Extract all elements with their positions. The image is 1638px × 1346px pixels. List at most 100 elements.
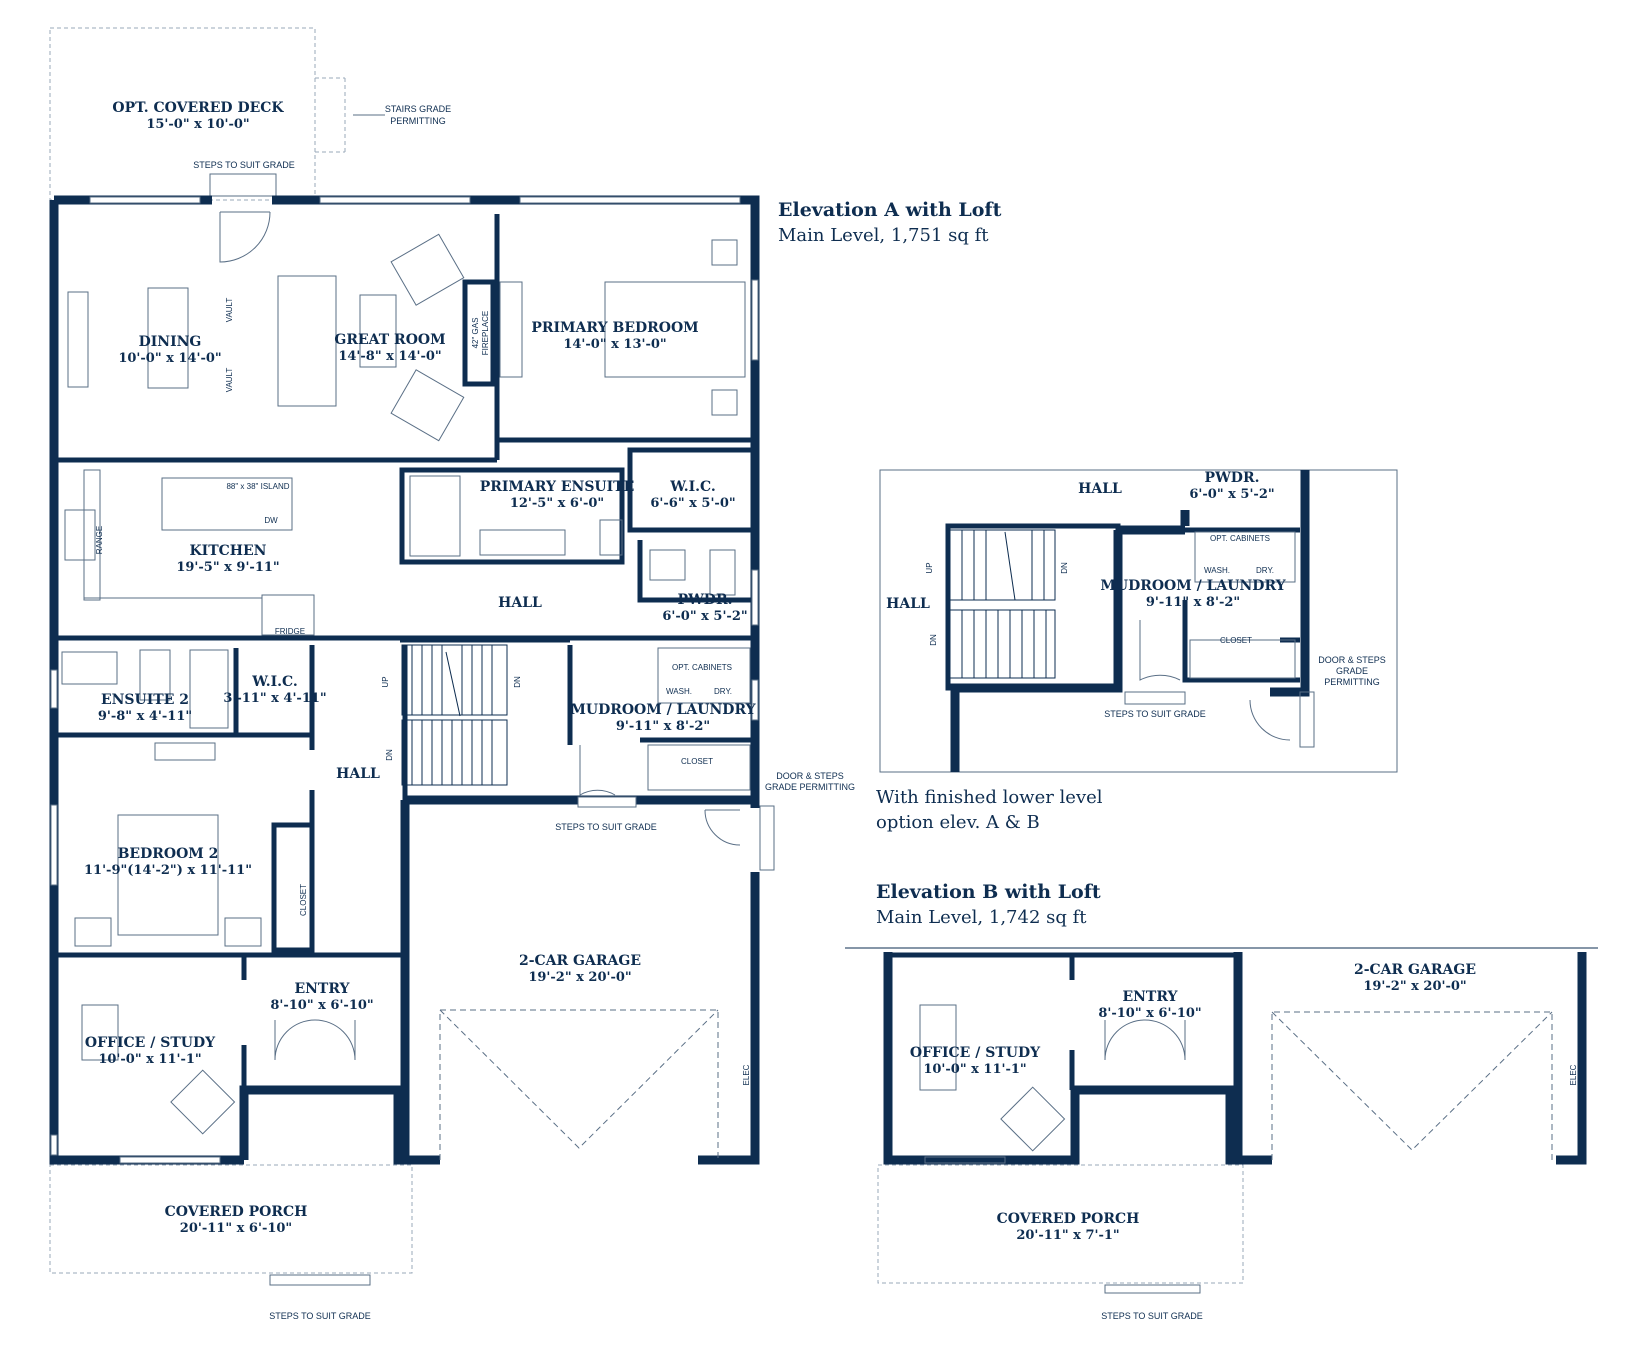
elevation-a-labels: OPT. COVERED DECK 15'-0" x 10'-0" DINING… [84, 100, 855, 1321]
room-name: HALL [1078, 481, 1122, 497]
room-name: 2-CAR GARAGE [519, 953, 641, 969]
room-dim: 12'-5" x 6'-0" [510, 496, 604, 511]
room-name: W.I.C. [669, 479, 716, 495]
lower-option-plan [879, 469, 1398, 773]
room-name: HALL [336, 766, 380, 782]
elevation-b-subtitle: Main Level, 1,742 sq ft [876, 907, 1087, 928]
covered-porch-outline [49, 1164, 413, 1274]
room-dim: 10'-0" x 11'-1" [923, 1062, 1026, 1077]
note: FRIDGE [275, 627, 305, 636]
room-name: COVERED PORCH [165, 1204, 308, 1220]
room-name: BEDROOM 2 [118, 846, 219, 862]
note: VAULT [225, 298, 234, 323]
note: DRY. [714, 687, 732, 696]
note: DW [264, 516, 278, 525]
side-steps [759, 805, 775, 871]
note: DN [1060, 562, 1069, 574]
room-dim: 6'-0" x 5'-2" [662, 609, 747, 624]
room-dim: 9'-11" x 8'-2" [1146, 595, 1240, 610]
room-dim: 11'-9"(14'-2") x 11'-11" [84, 863, 252, 878]
room-dim: 14'-8" x 14'-0" [338, 349, 441, 364]
room-dim: 10'-0" x 14'-0" [118, 351, 221, 366]
note: GRADE [1336, 666, 1368, 676]
note: DN [513, 676, 522, 688]
note: UP [925, 562, 934, 573]
room-dim: 15'-0" x 10'-0" [146, 117, 249, 132]
note: STEPS TO SUIT GRADE [193, 160, 295, 170]
note: STEPS TO SUIT GRADE [269, 1311, 371, 1321]
lower-option-labels: HALL PWDR. 6'-0" x 5'-2" HALL MUDROOM / … [886, 470, 1386, 719]
elevation-a-title: Elevation A with Loft [778, 199, 1002, 221]
room-name: OFFICE / STUDY [910, 1045, 1041, 1061]
note: VAULT [225, 368, 234, 393]
room-name: PWDR. [1205, 470, 1260, 486]
elevation-a-subtitle: Main Level, 1,751 sq ft [778, 225, 989, 246]
room-dim: 20'-11" x 7'-1" [1016, 1228, 1119, 1243]
porch-steps [269, 1274, 371, 1286]
note: OPT. CABINETS [672, 663, 732, 672]
room-name: OPT. COVERED DECK [112, 100, 284, 116]
lower-option-caption-2: option elev. A & B [876, 812, 1040, 833]
note: FIREPLACE [481, 311, 490, 355]
note: ELEC [1569, 1064, 1578, 1085]
room-name: W.I.C. [251, 674, 298, 690]
room-dim: 8'-10" x 6'-10" [270, 998, 373, 1013]
room-dim: 9'-8" x 4'-11" [98, 709, 192, 724]
note: GRADE PERMITTING [765, 782, 855, 792]
lower-option-caption-1: With finished lower level [876, 787, 1103, 808]
note: RANGE [95, 526, 104, 554]
room-dim: 8'-10" x 6'-10" [1098, 1006, 1201, 1021]
note: PERMITTING [390, 116, 446, 126]
note: 88" x 38" ISLAND [226, 482, 289, 491]
note: STEPS TO SUIT GRADE [1101, 1311, 1203, 1321]
interior-walls [54, 214, 758, 1090]
room-name: KITCHEN [190, 543, 267, 559]
room-name: ENTRY [1122, 989, 1178, 1005]
lower-option-caption: With finished lower level option elev. A… [876, 785, 1103, 835]
note: DOOR & STEPS [1318, 655, 1386, 665]
note: WASH. [1204, 566, 1230, 575]
note: DN [929, 634, 938, 646]
door-swings [219, 211, 741, 1061]
mudroom-steps [577, 796, 637, 808]
room-dim: 14'-0" x 13'-0" [563, 337, 666, 352]
note: 42" GAS [471, 318, 480, 349]
note: OPT. CABINETS [1210, 534, 1270, 543]
room-dim: 19'-5" x 9'-11" [176, 560, 279, 575]
room-name: HALL [498, 595, 542, 611]
note: PERMITTING [1324, 677, 1380, 687]
note: STEPS TO SUIT GRADE [555, 822, 657, 832]
room-name: MUDROOM / LAUNDRY [570, 702, 756, 718]
elevation-b-title: Elevation B with Loft [876, 881, 1101, 903]
room-name: PRIMARY BEDROOM [531, 320, 698, 336]
windows [50, 196, 759, 1164]
room-name: OFFICE / STUDY [85, 1035, 216, 1051]
room-dim: 9'-11" x 8'-2" [616, 719, 710, 734]
note: CLOSET [299, 884, 308, 916]
deck-steps [209, 173, 277, 197]
note: CLOSET [681, 757, 713, 766]
note: CLOSET [1220, 636, 1252, 645]
stair-run [401, 644, 508, 786]
room-name: ENTRY [294, 981, 350, 997]
room-name: HALL [886, 596, 930, 612]
note: DN [385, 749, 394, 761]
room-dim: 3'-11" x 4'-11" [223, 691, 326, 706]
room-dim: 19'-2" x 20'-0" [1363, 979, 1466, 994]
elevation-a-plan [49, 27, 775, 1286]
elevation-a-title-block: Elevation A with Loft Main Level, 1,751 … [778, 198, 1001, 248]
room-dim: 6'-6" x 5'-0" [650, 496, 735, 511]
note: UP [381, 676, 390, 687]
room-dim: 19'-2" x 20'-0" [528, 970, 631, 985]
note: DOOR & STEPS [776, 771, 844, 781]
room-name: ENSUITE 2 [101, 692, 189, 708]
note: DRY. [1256, 566, 1274, 575]
elevation-b-plan [845, 947, 1598, 1294]
room-dim: 20'-11" x 6'-10" [180, 1221, 292, 1236]
room-name: PRIMARY ENSUITE [480, 479, 635, 495]
room-name: GREAT ROOM [334, 332, 445, 348]
elevation-b-labels: ENTRY 8'-10" x 6'-10" OFFICE / STUDY 10'… [910, 962, 1578, 1321]
elevation-b-title-block: Elevation B with Loft Main Level, 1,742 … [876, 880, 1101, 930]
room-dim: 10'-0" x 11'-1" [98, 1052, 201, 1067]
